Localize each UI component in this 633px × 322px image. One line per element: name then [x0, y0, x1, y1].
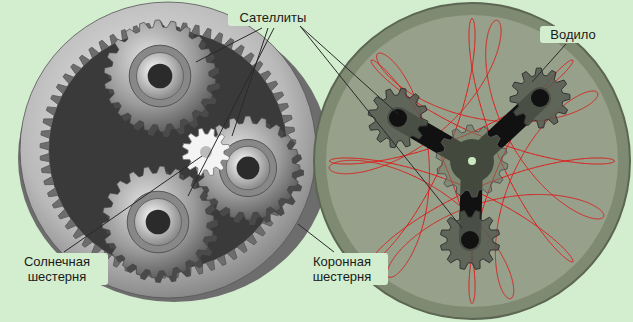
- planet-gear-scheme: [510, 68, 570, 128]
- planet-hub: [127, 191, 189, 253]
- planet-axle-hole: [237, 157, 260, 180]
- part-label: Коронная шестерня: [296, 253, 388, 285]
- leader-line: [232, 28, 268, 136]
- center-axis: [468, 157, 476, 165]
- planet-pin: [461, 231, 479, 249]
- planet-pin: [531, 89, 549, 107]
- part-label: Сателлиты: [228, 9, 318, 26]
- leader-line: [300, 26, 462, 228]
- ring-gear-cavity: [49, 31, 287, 269]
- part-label: Водило: [540, 26, 606, 43]
- leader-line: [298, 224, 334, 252]
- leader-line: [64, 156, 202, 252]
- sun-gear: [182, 128, 229, 175]
- planet-axle-hole: [148, 64, 173, 89]
- leader-line: [188, 28, 274, 196]
- planet-bearing: [136, 52, 183, 99]
- planet-gear: [102, 166, 214, 278]
- planet-bearing: [226, 146, 270, 190]
- sun-gear-scheme: [436, 125, 508, 197]
- planet-pin: [389, 109, 407, 127]
- part-label: Солнечная шестерня: [6, 253, 108, 285]
- planet-gear: [104, 20, 216, 132]
- planet-gear-scheme: [368, 88, 428, 148]
- planet-axle-hole: [146, 210, 171, 235]
- planet-gear-scheme: [441, 211, 500, 270]
- leader-line: [196, 28, 262, 62]
- planet-hub: [129, 45, 191, 107]
- leader-lines: [64, 26, 566, 252]
- leader-line: [532, 44, 566, 82]
- leader-line: [300, 26, 398, 114]
- planet-bearing: [134, 198, 181, 245]
